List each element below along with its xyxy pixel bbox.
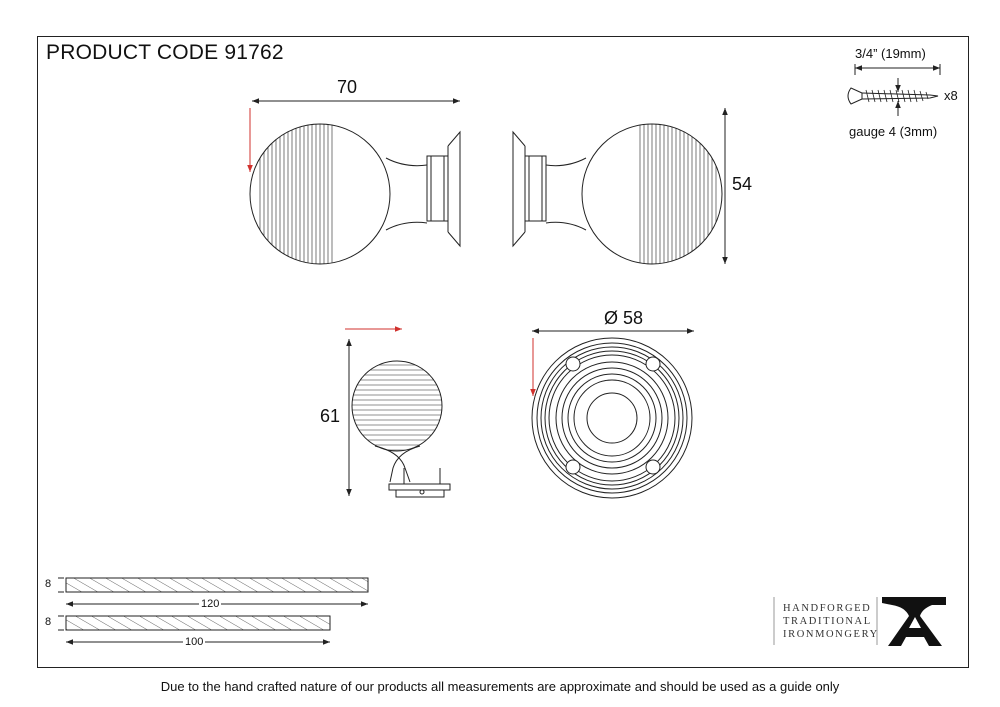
- knob-side-view-left: [249, 123, 461, 265]
- screw-length-label: 3/4” (19mm): [855, 46, 926, 61]
- dim-rose-height: 54: [732, 174, 753, 194]
- screw-drawing: [847, 64, 941, 116]
- logo-line: TRADITIONAL: [783, 616, 872, 627]
- dimension-lines: [252, 98, 728, 496]
- dim-knob-projection: 61: [320, 406, 341, 426]
- screw-quantity-label: x8: [944, 88, 958, 103]
- dim-knob-width: 70: [337, 77, 358, 97]
- drawing-frame: [37, 36, 969, 668]
- screw-gauge-label: gauge 4 (3mm): [849, 124, 938, 139]
- spindle-100: [58, 615, 331, 645]
- logo-line: HANDFORGED: [783, 603, 872, 614]
- product-code-title: PRODUCT CODE 91762: [46, 41, 284, 64]
- rotation-indicators: [247, 108, 536, 396]
- spindle-thickness-label: 8: [45, 578, 52, 590]
- logo-mark: [773, 597, 946, 646]
- anvil-a-icon: [882, 597, 946, 646]
- dim-rose-diameter: Ø 58: [604, 308, 644, 328]
- knob-profile-view: [351, 360, 451, 498]
- rose-front-view: [531, 337, 693, 499]
- logo-text: HANDFORGED TRADITIONAL IRONMONGERY: [783, 602, 879, 641]
- knob-side-view-right: [512, 123, 723, 265]
- spindle-length-label: 120: [199, 598, 222, 610]
- logo-line: IRONMONGERY: [783, 629, 879, 640]
- disclaimer-text: Due to the hand crafted nature of our pr…: [160, 679, 840, 694]
- spindle-length-label: 100: [183, 636, 206, 648]
- spindle-thickness-label: 8: [45, 616, 52, 628]
